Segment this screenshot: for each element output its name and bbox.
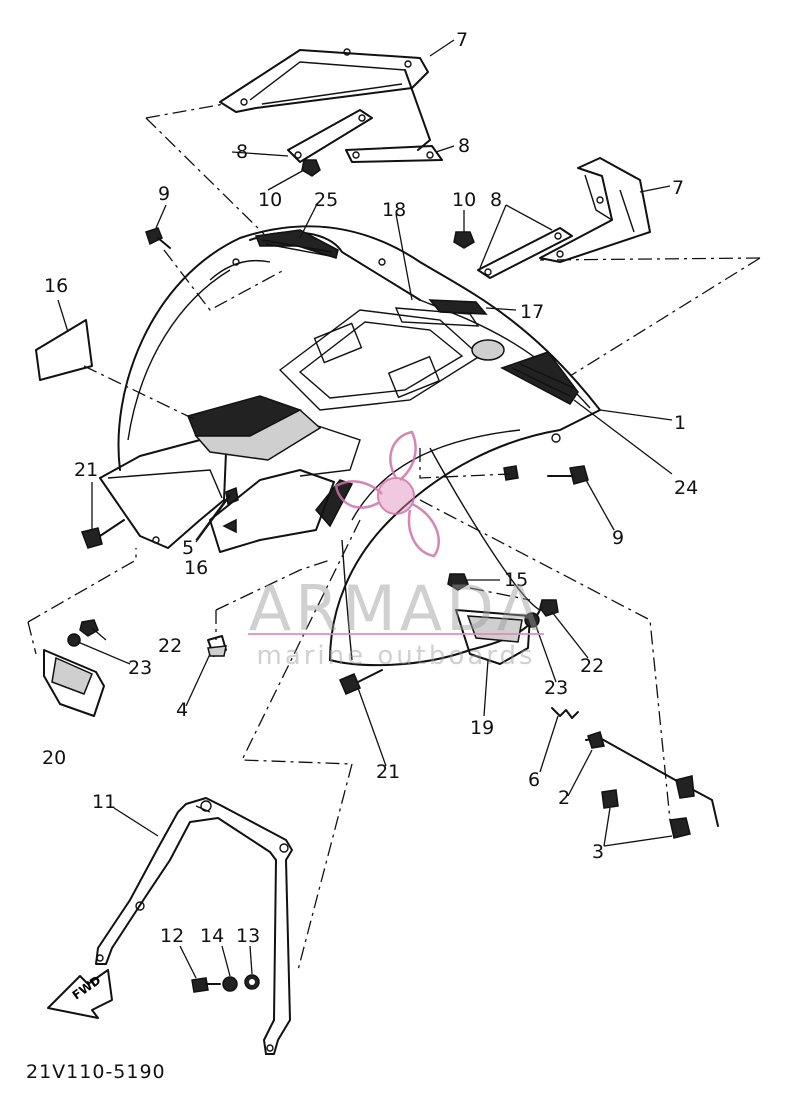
callout-8-mid: 8 (458, 135, 470, 157)
part-4-grommet (207, 635, 227, 657)
callout-1: 1 (674, 412, 686, 434)
callout-7-right: 7 (672, 177, 684, 199)
callout-14: 14 (200, 925, 224, 947)
callout-9-right: 9 (612, 527, 624, 549)
callout-22-right: 22 (580, 655, 604, 677)
callout-7-top: 7 (456, 29, 468, 51)
callout-20: 20 (42, 747, 66, 769)
callout-8-left: 8 (236, 141, 248, 163)
callout-22-left: 22 (158, 635, 182, 657)
callout-12: 12 (160, 925, 184, 947)
watermark: ARMADA marine outboards (248, 430, 544, 671)
part-8-plate-a (287, 109, 373, 163)
part-23-washer-right (524, 612, 540, 628)
part-14-washer (222, 976, 238, 992)
part-13-nut (244, 974, 260, 990)
watermark-brand: ARMADA (249, 572, 543, 645)
part-22-nut-left (79, 619, 99, 637)
callouts: 1 2 3 4 5 6 7 7 8 8 8 9 9 10 10 11 12 13… (42, 29, 698, 947)
callout-21-left: 21 (74, 459, 98, 481)
part-8-plate-c (477, 227, 573, 279)
part-2-rod (585, 731, 719, 827)
part-8-plate-b (345, 145, 443, 163)
part-21-bolt-lower (339, 669, 383, 695)
part-12-bolt (191, 977, 221, 993)
callout-3: 3 (592, 841, 604, 863)
part-21-bolt-left (81, 519, 125, 549)
part-18-plate (394, 307, 480, 327)
part-3-clip-b (669, 817, 691, 839)
callout-24: 24 (674, 477, 698, 499)
callout-10-right: 10 (452, 189, 476, 211)
callout-4: 4 (176, 699, 188, 721)
part-6-spring (551, 707, 579, 719)
part-10-nut-upper (301, 159, 321, 177)
leader-lines (27, 39, 761, 979)
callout-10-left: 10 (258, 189, 282, 211)
part-22-nut-right (539, 599, 559, 617)
part-15-nut (447, 573, 469, 591)
callout-17: 17 (520, 301, 544, 323)
part-10-nut-right (453, 231, 475, 249)
callout-15: 15 (504, 569, 528, 591)
part-9-bolt-left (145, 227, 171, 249)
part-20-reflector (43, 649, 105, 717)
part-19-reflector (455, 609, 531, 665)
callout-6: 6 (528, 769, 540, 791)
part-16-reflector-panel (209, 469, 335, 553)
part-3-clip-a (601, 789, 619, 809)
part-7-bracket-left (219, 48, 431, 151)
callout-5: 5 (182, 537, 194, 559)
part-1-rear-fender (117, 225, 601, 667)
callout-16-mid: 16 (184, 557, 208, 579)
watermark-tagline: marine outboards (256, 641, 535, 671)
callout-19: 19 (470, 717, 494, 739)
part-7-bracket-right (539, 157, 651, 263)
part-24-vent (500, 351, 579, 405)
part-23-washer-left (67, 633, 81, 647)
part-11-stay (95, 797, 293, 1055)
diagram-code: 21V110-5190 (26, 1061, 166, 1083)
callout-23-right: 23 (544, 677, 568, 699)
callout-25: 25 (314, 189, 338, 211)
part-25-vent (254, 229, 339, 259)
callout-11: 11 (92, 791, 116, 813)
propeller-logo-icon (334, 430, 440, 558)
callout-16-left: 16 (44, 275, 68, 297)
callout-8-right: 8 (490, 189, 502, 211)
fwd-arrow-icon: FWD (47, 969, 113, 1019)
callout-23-left: 23 (128, 657, 152, 679)
fwd-arrow-text: FWD (70, 973, 104, 1002)
part-9-bolt-right (503, 465, 589, 485)
callout-18: 18 (382, 199, 406, 221)
part-17-label (428, 299, 488, 315)
part-16-cover-small (35, 319, 93, 381)
callout-2: 2 (558, 787, 570, 809)
callout-13: 13 (236, 925, 260, 947)
part-5-mud-flap (99, 395, 322, 549)
callout-9-left: 9 (158, 183, 170, 205)
callout-21-lower: 21 (376, 761, 400, 783)
